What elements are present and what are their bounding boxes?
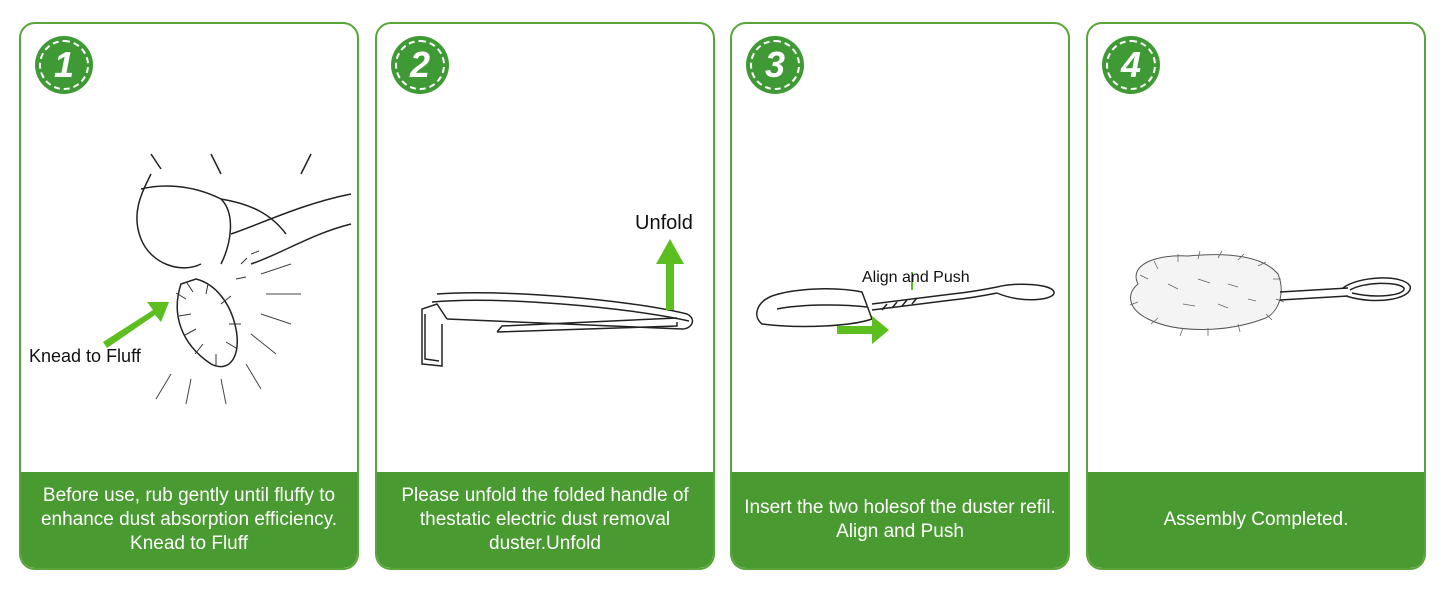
step-number-badge: 1 [35, 36, 93, 94]
step-caption: Assembly Completed. [1163, 509, 1349, 530]
step-number: 3 [764, 44, 786, 85]
step-number-badge: 4 [1102, 36, 1160, 94]
fluff-strokes [1129, 250, 1285, 337]
align-push-label: Align and Push [862, 269, 970, 286]
step-caption-bar: Assembly Completed. [1088, 472, 1424, 568]
fluff-texture [175, 250, 260, 366]
step-panel-1: 1 Knead to Fluff Before use, rub gently … [19, 22, 359, 570]
knead-arrow [103, 302, 169, 348]
step-number-badge: 3 [746, 36, 804, 94]
fluffy-head [1130, 254, 1282, 330]
knead-label: Knead to Fluff [29, 346, 142, 366]
completed-duster-illustration [1129, 250, 1411, 337]
step-panel-3: 3 Align and Push Insert the two holesof … [730, 22, 1070, 570]
knead-illustration: Knead to Fluff [29, 153, 352, 405]
step-number-badge: 2 [391, 36, 449, 94]
folded-handle-drawing [421, 291, 694, 367]
step-panel-4: 4 Assembly Completed. [1086, 22, 1426, 570]
unfold-illustration: Unfold [421, 212, 694, 367]
step-number: 2 [409, 44, 431, 85]
insert-illustration: Align and Push [756, 269, 1055, 344]
step-caption: Please unfold the folded handle of thest… [401, 485, 689, 554]
motion-lines [155, 263, 301, 405]
handle-drawing [1279, 277, 1411, 302]
step-number: 4 [1120, 44, 1142, 85]
unfold-arrow [656, 239, 684, 310]
unfold-label: Unfold [635, 212, 693, 234]
step-caption: Insert the two holesof the duster refil.… [744, 497, 1056, 542]
step-panel-2: 2 Unfold Please unfold the folded handle… [375, 22, 715, 570]
push-arrow [837, 316, 889, 344]
step-caption-bar: Please unfold the folded handle of thest… [377, 472, 713, 568]
refill-and-handle-drawing [756, 283, 1055, 328]
step-caption: Before use, rub gently until fluffy to e… [40, 485, 338, 554]
step-number: 1 [53, 44, 75, 85]
hands-and-duster-drawing [136, 153, 352, 368]
step-caption-bar: Insert the two holesof the duster refil.… [732, 472, 1068, 568]
step-caption-bar: Before use, rub gently until fluffy to e… [21, 472, 357, 568]
